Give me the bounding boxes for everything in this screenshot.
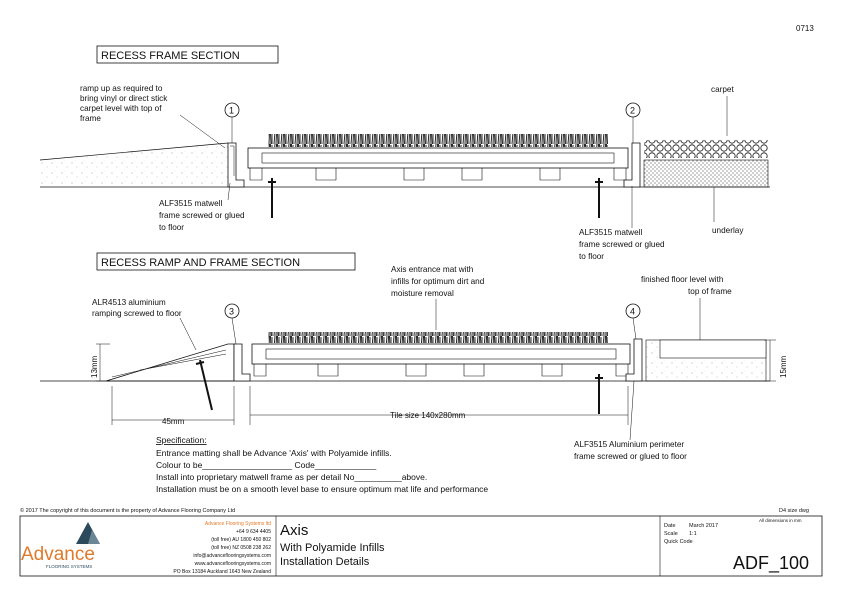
svg-text:Entrance matting shall be Adva: Entrance matting shall be Advance 'Axis'…: [156, 448, 392, 458]
dim-13mm: 13mm: [90, 355, 99, 378]
svg-text:finished floor level with: finished floor level with: [641, 275, 724, 284]
dim-15mm: 15mm: [779, 355, 788, 378]
section1-carpet: [644, 140, 768, 158]
section1-screed-left: [40, 143, 228, 187]
svg-text:ramping screwed to floor: ramping screwed to floor: [92, 309, 182, 318]
note-mat: Axis entrance mat with infills for optim…: [391, 265, 485, 298]
section2-frame-left: [233, 343, 251, 382]
svg-text:frame screwed or glued to floo: frame screwed or glued to floor: [574, 452, 687, 461]
copyright: © 2017 The copyright of this document is…: [20, 507, 235, 514]
callout-1-label: 1: [229, 106, 234, 116]
svg-text:March 2017: March 2017: [689, 523, 718, 529]
section2-frame-right: [625, 338, 643, 382]
svg-text:(toll free) AU 1800 450 802: (toll free) AU 1800 450 802: [211, 537, 271, 543]
dimension-lines: [96, 339, 776, 425]
callout-3-label: 3: [229, 307, 234, 317]
svg-text:infills for optimum dirt and: infills for optimum dirt and: [391, 277, 485, 286]
svg-text:Axis entrance mat with: Axis entrance mat with: [391, 265, 474, 274]
section1-frame-right: [623, 142, 641, 188]
svg-text:info@advanceflooringsystems.co: info@advanceflooringsystems.com: [193, 553, 271, 559]
title-block: [19, 515, 823, 577]
svg-text:ALF3515 matwell: ALF3515 matwell: [159, 199, 222, 208]
svg-text:Installation must be on a smoo: Installation must be on a smooth level b…: [156, 484, 488, 494]
section1-title: RECESS FRAME SECTION: [101, 50, 240, 62]
section2-aluminium-ramp: [105, 343, 235, 382]
svg-text:ALF3515 matwell: ALF3515 matwell: [579, 228, 642, 237]
note-frame-right: ALF3515 matwell frame screwed or glued t…: [579, 228, 665, 261]
svg-text:Advance Flooring Systems ltd: Advance Flooring Systems ltd: [205, 521, 271, 527]
product-title: Axis: [280, 522, 308, 539]
svg-text:frame screwed or glued: frame screwed or glued: [579, 240, 665, 249]
svg-text:to floor: to floor: [159, 223, 184, 232]
note-aluminium-ramp: ALR4513 aluminium ramping screwed to flo…: [92, 298, 182, 318]
callout-2-label: 2: [630, 106, 635, 116]
section1-mat-base: [247, 147, 629, 169]
note-underlay: underlay: [712, 226, 744, 235]
svg-text:FLOORING SYSTEMS: FLOORING SYSTEMS: [46, 564, 92, 569]
svg-text:+64 9 634 4405: +64 9 634 4405: [236, 529, 271, 535]
sheet-number: 0713: [796, 24, 814, 33]
note-carpet: carpet: [711, 85, 734, 94]
svg-text:Advance: Advance: [21, 544, 95, 565]
svg-text:ALF3515 Aluminium perimeter: ALF3515 Aluminium perimeter: [574, 440, 684, 449]
drawing-info: Date March 2017 Scale 1:1 Quick Code: [664, 523, 718, 545]
section1-mat-brush: [268, 134, 608, 147]
svg-text:Specification:: Specification:: [156, 435, 207, 445]
section2-mat-base: [251, 343, 631, 365]
section1-ramp-line: [39, 142, 229, 161]
section2-title: RECESS RAMP AND FRAME SECTION: [101, 257, 300, 269]
svg-text:www.advanceflooringsystems.com: www.advanceflooringsystems.com: [195, 561, 271, 567]
section2-title-box: [96, 252, 356, 271]
section1-underlay: [643, 159, 769, 188]
note-floor-level: finished floor level with top of frame: [641, 275, 732, 296]
callout-4-label: 4: [630, 307, 635, 317]
svg-text:top of frame: top of frame: [688, 287, 732, 296]
svg-text:1:1: 1:1: [689, 531, 697, 537]
svg-text:Quick Code: Quick Code: [664, 539, 693, 545]
product-subtitle-2: Installation Details: [280, 556, 370, 568]
dim-45mm: 45mm: [162, 417, 185, 426]
svg-text:moisture removal: moisture removal: [391, 289, 454, 298]
svg-text:(toll free) NZ 0508 238 262: (toll free) NZ 0508 238 262: [211, 545, 271, 551]
section1-title-box: [96, 45, 279, 64]
note-ramp: ramp up as required to bring vinyl or di…: [80, 84, 168, 123]
svg-text:ALR4513 aluminium: ALR4513 aluminium: [92, 298, 166, 307]
product-subtitle: With Polyamide Infills: [280, 542, 385, 554]
svg-text:carpet level with top of: carpet level with top of: [80, 104, 162, 113]
svg-text:bring vinyl or direct stick: bring vinyl or direct stick: [80, 94, 168, 103]
svg-text:frame screwed or glued: frame screwed or glued: [159, 211, 245, 220]
section1-frame-left: [227, 142, 245, 188]
specification: Specification: Entrance matting shall be…: [156, 435, 488, 494]
dim-tile-size: Tile size 140x280mm: [390, 411, 466, 420]
svg-text:Date: Date: [664, 523, 676, 529]
svg-text:Install into proprietary matwe: Install into proprietary matwell frame a…: [156, 472, 427, 482]
dimensions-note: All dimensions in mm: [759, 518, 802, 523]
svg-text:to floor: to floor: [579, 252, 604, 261]
svg-text:Scale: Scale: [664, 531, 678, 537]
note-frame-left: ALF3515 matwell frame screwed or glued t…: [159, 199, 245, 232]
svg-text:PO Box 13184 Auckland 1643 New: PO Box 13184 Auckland 1643 New Zealand: [173, 569, 271, 575]
drawing-code: ADF_100: [733, 553, 809, 574]
svg-text:ramp up as required to: ramp up as required to: [80, 84, 163, 93]
section2-mat-brush: [268, 332, 608, 343]
note-perimeter-frame: ALF3515 Aluminium perimeter frame screwe…: [574, 440, 687, 461]
advance-logo: Advance FLOORING SYSTEMS: [21, 522, 100, 569]
company-contact: Advance Flooring Systems ltd +64 9 634 4…: [173, 521, 271, 575]
drawing-type: D4 size dwg: [779, 508, 809, 514]
svg-text:Colour to be__________________: Colour to be___________________ Code____…: [156, 460, 377, 470]
svg-text:frame: frame: [80, 114, 101, 123]
